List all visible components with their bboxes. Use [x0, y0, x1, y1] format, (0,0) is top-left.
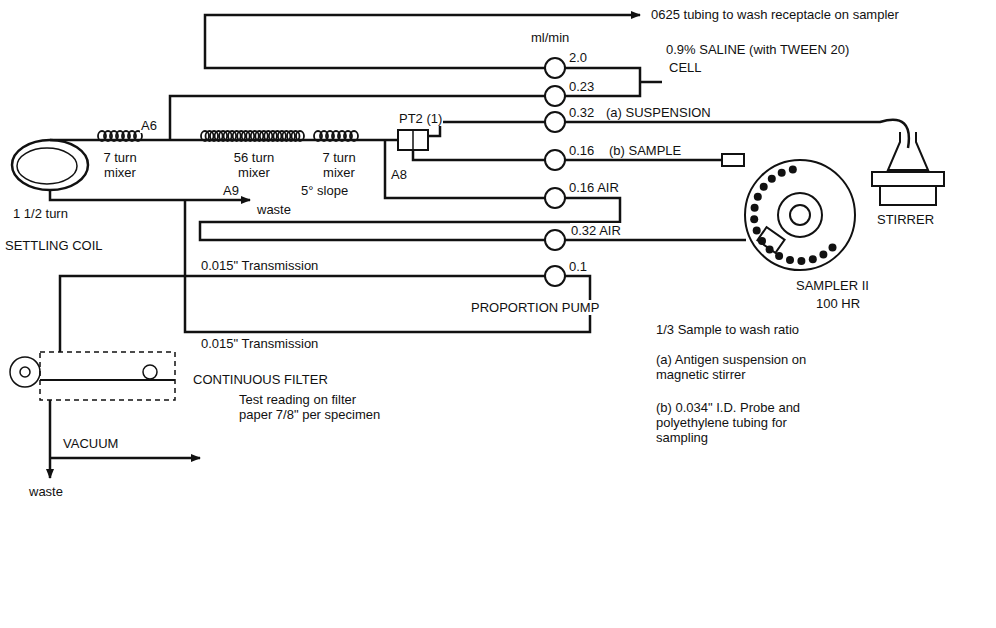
label: 56 turn mixer: [222, 150, 286, 180]
label: ml/min: [530, 30, 570, 45]
mixer-coils: [98, 131, 358, 141]
suspension-line: [428, 122, 545, 136]
label: CELL: [668, 60, 703, 75]
takeup-reel: [143, 365, 157, 379]
pump-rollers: [545, 58, 565, 286]
label: 1/3 Sample to wash ratio: [655, 322, 800, 337]
label: A6: [140, 118, 158, 133]
sampler-hub: [790, 205, 810, 225]
coil-turn: [12, 140, 88, 190]
label: A9: [222, 183, 240, 198]
filter-paper: [40, 379, 175, 381]
vacuum-line: [50, 457, 200, 460]
label: 0.16: [568, 143, 595, 158]
label: (b) 0.034" I.D. Probe and polyethylene t…: [655, 400, 842, 445]
sampler: [722, 154, 855, 270]
label: 100 HR: [815, 296, 861, 311]
coil-turn: [350, 131, 358, 141]
tubing: [50, 15, 909, 478]
label: 0.23: [568, 79, 595, 94]
filter: [10, 352, 175, 400]
label: (b) SAMPLE: [608, 143, 682, 158]
label: PROPORTION PUMP: [470, 300, 600, 315]
sample-cup: [754, 193, 762, 201]
sample-cup: [797, 257, 805, 265]
sample-cups: [750, 166, 836, 265]
sample-cup: [766, 246, 774, 254]
flask: [888, 132, 928, 170]
label: PT2 (1): [398, 111, 443, 126]
sample-cup: [819, 251, 827, 259]
label: 0.9% SALINE (with TWEEN 20): [665, 42, 850, 57]
label: 7 turn mixer: [312, 150, 366, 180]
label: 1 1/2 turn: [12, 206, 69, 221]
filter-housing: [40, 352, 175, 400]
label: 0.32: [568, 105, 595, 120]
sample-cup: [753, 227, 761, 235]
label: 5° slope: [300, 183, 349, 198]
sample-line: [413, 150, 545, 160]
label: A8: [390, 167, 408, 182]
sample-cup: [758, 237, 766, 245]
sample-line: [565, 159, 722, 162]
label: 0.015" Transmission: [200, 258, 319, 273]
sample-cup: [760, 183, 768, 191]
air-intake: [565, 239, 746, 242]
label: Test reading on filter paper 7/8" per sp…: [238, 392, 390, 422]
sample-cup: [829, 244, 837, 252]
label: CONTINUOUS FILTER: [192, 372, 329, 387]
label: 0.015" Transmission: [200, 336, 319, 351]
label: 0.1: [568, 259, 588, 274]
stirrer-plate: [872, 172, 944, 186]
sample-cup: [751, 204, 759, 212]
sample-cup: [778, 169, 786, 177]
waste-line: [50, 190, 250, 200]
label: waste: [256, 202, 292, 217]
coil-turn: [296, 131, 304, 141]
sampler-cup: [757, 227, 784, 253]
sample-cup: [789, 166, 797, 174]
pt2-fitting: [412, 130, 414, 150]
filter-reel: [10, 357, 40, 387]
settling-coil: [12, 140, 88, 190]
wash-tube: [205, 15, 640, 68]
vacuum-waste: [49, 400, 52, 478]
label: STIRRER: [876, 212, 935, 227]
label: SETTLING COIL: [4, 238, 104, 253]
label: SAMPLER II: [795, 278, 870, 293]
sample-cup: [786, 256, 794, 264]
label: 7 turn mixer: [93, 150, 147, 180]
sample-cup: [750, 215, 758, 223]
label: 0625 tubing to wash receptacle on sample…: [650, 7, 900, 22]
saline-line: [170, 96, 545, 140]
saline-intake: [565, 68, 662, 96]
label: (a) SUSPENSION: [605, 105, 712, 120]
label: (a) Antigen suspension on magnetic stirr…: [655, 352, 842, 382]
pt2-fitting: [398, 130, 428, 150]
stirrer-base: [880, 186, 936, 205]
stirrer: [872, 132, 944, 205]
label: VACUUM: [62, 436, 119, 451]
sample-cup: [768, 175, 776, 183]
filter-reel: [20, 367, 30, 377]
sampler-hub: [778, 193, 822, 237]
label: 0.16 AIR: [568, 180, 620, 195]
sample-cup: [809, 255, 817, 263]
coil-turn: [17, 148, 77, 184]
label: waste: [28, 484, 64, 499]
label: 2.0: [568, 50, 588, 65]
sampler-probe: [722, 154, 744, 166]
label: 0.32 AIR: [570, 223, 622, 238]
sample-cup: [775, 252, 783, 260]
sampler-tray: [745, 160, 855, 270]
